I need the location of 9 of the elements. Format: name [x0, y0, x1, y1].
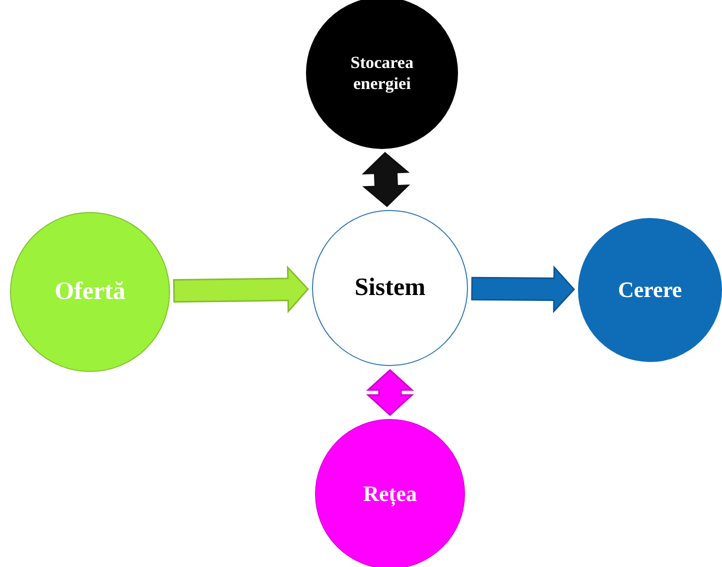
node-label: Ofertă	[54, 277, 126, 308]
block-arrow	[366, 368, 414, 416]
block-arrow	[173, 265, 310, 314]
node-label: Sistem	[354, 273, 426, 304]
node-label: Cerere	[618, 276, 682, 304]
node-label: Stocarea energiei	[350, 52, 414, 94]
node-label: Rețea	[363, 480, 417, 508]
block-arrow	[362, 152, 410, 208]
block-arrow	[471, 265, 576, 314]
